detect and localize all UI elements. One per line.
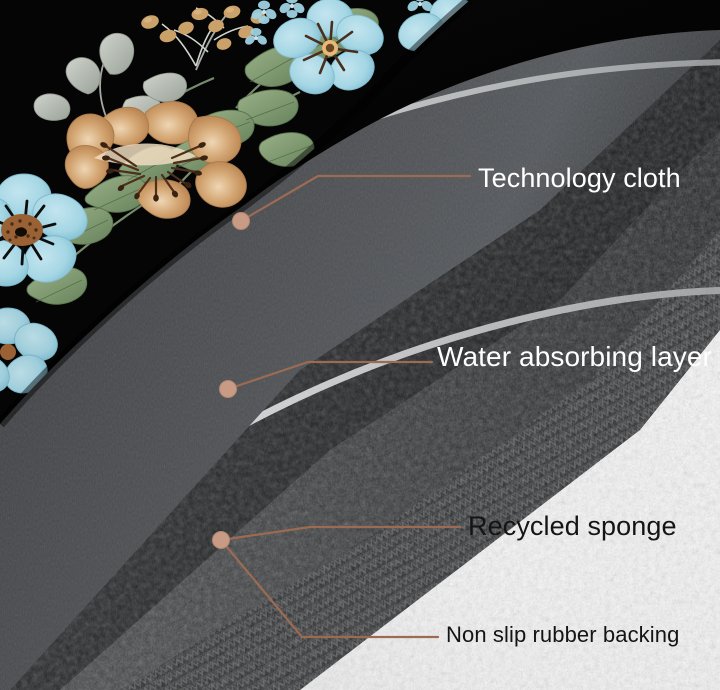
marker-dot-technology-cloth bbox=[232, 212, 250, 230]
marker-dot-recycled-sponge bbox=[212, 531, 230, 549]
blue-flower-top bbox=[273, 0, 384, 95]
label-recycled-sponge: Recycled sponge bbox=[468, 511, 677, 541]
leader-line-water-absorbing-layer bbox=[226, 360, 434, 391]
leader-line-technology-cloth bbox=[239, 174, 472, 223]
blue-flower-bottom-left bbox=[0, 307, 58, 394]
leader-line-non-slip-rubber bbox=[219, 538, 440, 639]
blue-flower-left bbox=[0, 173, 88, 287]
leader-line-recycled-sponge bbox=[219, 525, 462, 542]
small-blue-blossoms bbox=[245, 0, 433, 45]
label-water-absorbing-layer: Water absorbing layer bbox=[437, 341, 712, 372]
label-non-slip-rubber-backing: Non slip rubber backing bbox=[446, 622, 680, 647]
tan-flower-center bbox=[64, 101, 247, 219]
marker-dot-water-absorbing-layer bbox=[219, 380, 237, 398]
gold-berry-sprig bbox=[141, 5, 266, 67]
label-technology-cloth: Technology cloth bbox=[478, 163, 681, 193]
